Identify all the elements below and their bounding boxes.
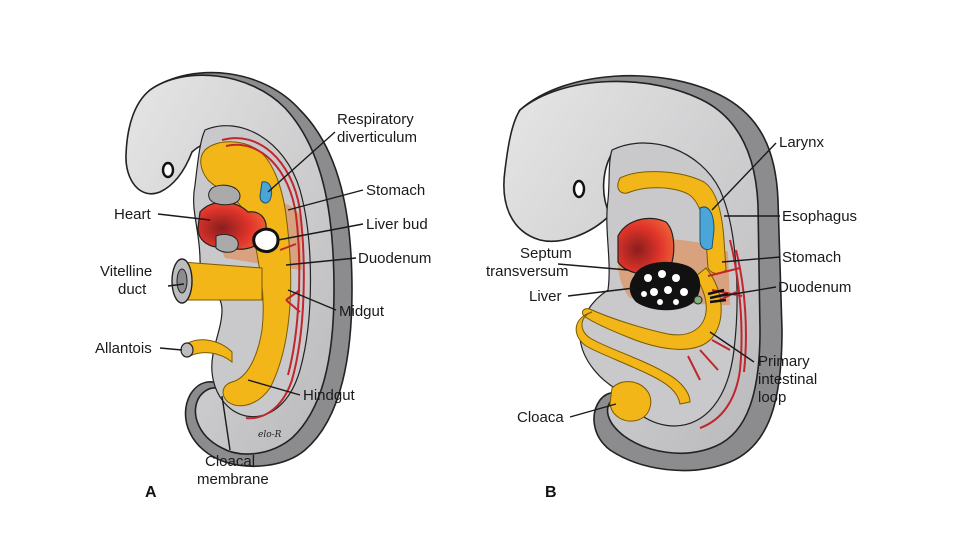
label-esophagus: Esophagus bbox=[782, 208, 857, 225]
label-cloacal-1: Cloacal bbox=[205, 453, 255, 470]
vitelline-duct bbox=[171, 258, 263, 304]
label-cloaca: Cloaca bbox=[517, 409, 564, 426]
label-liver: Liver bbox=[529, 288, 562, 305]
label-heart: Heart bbox=[114, 206, 152, 223]
label-larynx: Larynx bbox=[779, 134, 825, 151]
label-respiratory-2: diverticulum bbox=[337, 129, 417, 146]
label-allantois: Allantois bbox=[95, 340, 152, 357]
label-cloacal-2: membrane bbox=[197, 471, 269, 488]
label-primary-1: Primary bbox=[758, 353, 810, 370]
vessels-b bbox=[687, 239, 747, 429]
label-septum-2: transversum bbox=[486, 263, 569, 280]
label-primary-2: intestinal bbox=[758, 371, 817, 388]
gallbladder-b bbox=[693, 295, 703, 305]
artist-signature: elo-R bbox=[258, 430, 282, 440]
label-septum-1: Septum bbox=[520, 245, 572, 262]
liver-bud-a bbox=[252, 227, 280, 254]
label-respiratory-1: Respiratory bbox=[337, 111, 414, 128]
label-duodenum-a: Duodenum bbox=[358, 250, 431, 267]
panel-b: Larynx Esophagus Septum transversum Stom… bbox=[486, 75, 857, 501]
allantois bbox=[180, 339, 233, 364]
label-midgut: Midgut bbox=[339, 303, 385, 320]
larynx-b bbox=[699, 206, 715, 251]
panel-letter-a: A bbox=[145, 484, 157, 501]
label-vitelline-1: Vitelline bbox=[100, 263, 152, 280]
label-stomach-b: Stomach bbox=[782, 249, 841, 266]
label-stomach-a: Stomach bbox=[366, 182, 425, 199]
label-liver-bud: Liver bud bbox=[366, 216, 428, 233]
foregut-b bbox=[617, 171, 727, 274]
vessels-a bbox=[221, 137, 305, 420]
label-duodenum-b: Duodenum bbox=[778, 279, 851, 296]
primary-intestinal-loop bbox=[581, 267, 722, 350]
leaders-b bbox=[557, 142, 781, 418]
embryo-b-eye bbox=[572, 179, 586, 199]
liver-b bbox=[629, 261, 701, 311]
duodenum-b bbox=[707, 288, 729, 304]
cloaca-b bbox=[609, 381, 652, 422]
label-primary-3: loop bbox=[758, 389, 786, 406]
embryo-a-eye bbox=[161, 161, 175, 179]
hindgut-b bbox=[575, 311, 691, 405]
respiratory-diverticulum-a bbox=[259, 181, 273, 204]
label-hindgut: Hindgut bbox=[303, 387, 356, 404]
label-vitelline-2: duct bbox=[118, 281, 147, 298]
heart-b bbox=[617, 217, 675, 276]
panel-a: Respiratory diverticulum Stomach Liver b… bbox=[95, 71, 431, 501]
leaders-a bbox=[157, 131, 364, 451]
panel-letter-b: B bbox=[545, 484, 557, 501]
gut-tube-a bbox=[200, 141, 292, 407]
